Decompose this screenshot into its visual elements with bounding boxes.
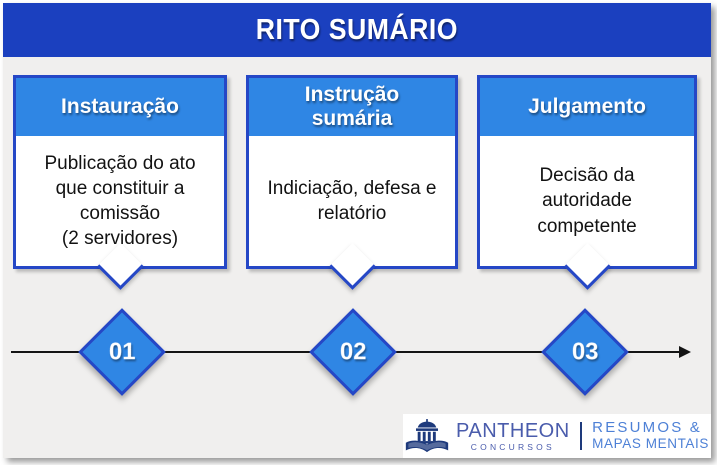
tagline-line2: MAPAS MENTAIS <box>592 435 709 451</box>
pantheon-temple-book-icon <box>405 419 449 453</box>
step-description: Decisão da autoridade competente <box>537 165 637 237</box>
step-callout-instrucao-sumaria: Instrução sumária Indiciação, defesa e r… <box>246 75 458 290</box>
step-number: 01 <box>108 337 136 365</box>
step-heading: Instrução sumária <box>249 78 455 136</box>
step-callout-julgamento: Julgamento Decisão da autoridade compete… <box>477 75 697 290</box>
step-number: 03 <box>571 337 599 365</box>
step-number: 02 <box>339 337 367 365</box>
brand-logo: PANTHEON CONCURSOS RESUMOS & MAPAS MENTA… <box>403 414 711 458</box>
step-number-diamond: 01 <box>78 308 166 396</box>
brand-text: PANTHEON CONCURSOS <box>456 421 570 452</box>
rito-sumario-card: RITO SUMÁRIO Instauração Publicação do a… <box>3 3 711 458</box>
logo-divider <box>579 422 583 450</box>
step-description: Publicação do ato que constituir a comis… <box>44 152 196 250</box>
brand-name: PANTHEON <box>456 419 570 442</box>
title-bar: RITO SUMÁRIO <box>3 3 711 57</box>
step-description: Indiciação, defesa e relatório <box>267 177 437 224</box>
tagline-line1: RESUMOS & <box>592 419 702 437</box>
brand-tagline: RESUMOS & MAPAS MENTAIS <box>592 420 709 451</box>
step-heading: Instauração <box>16 78 224 136</box>
brand-subtitle: CONCURSOS <box>470 441 555 452</box>
timeline-arrowhead-icon <box>679 346 691 358</box>
step-heading: Julgamento <box>480 78 694 136</box>
step-callout-instauracao: Instauração Publicação do ato que consti… <box>13 75 227 290</box>
step-number-diamond: 03 <box>541 308 629 396</box>
page-title: RITO SUMÁRIO <box>255 13 459 46</box>
step-number-diamond: 02 <box>309 308 397 396</box>
